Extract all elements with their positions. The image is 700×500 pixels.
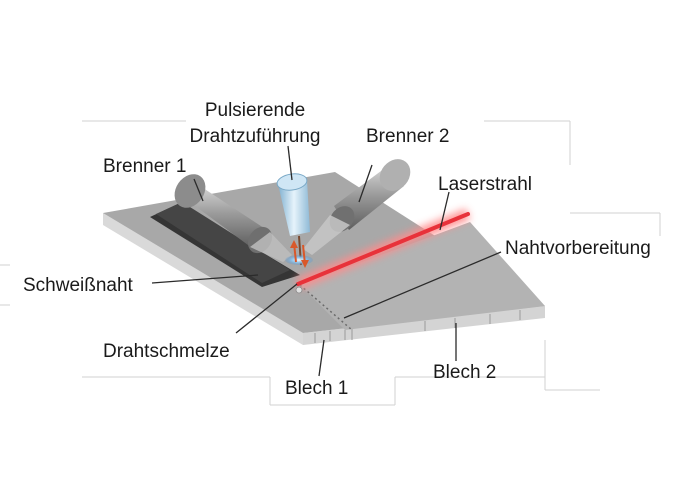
label-brenner-1: Brenner 1 [103, 156, 187, 177]
frame-lines [0, 120, 661, 406]
arc-pulse [285, 240, 313, 294]
label-nahtvorbereitung: Nahtvorbereitung [505, 238, 651, 259]
torch-1 [174, 174, 292, 262]
label-schweissnaht: Schweißnaht [23, 275, 133, 296]
label-laserstrahl: Laserstrahl [438, 174, 532, 195]
torch-2 [303, 159, 411, 255]
laser-beam [296, 212, 470, 286]
label-pulsierende: Pulsierende [204, 100, 306, 121]
label-drahtzufuehrung: Drahtzuführung [189, 126, 321, 147]
label-blech-2: Blech 2 [433, 362, 497, 383]
plate-top-blech2 [300, 222, 545, 330]
wire-feed [276, 173, 310, 266]
label-blech-1: Blech 1 [285, 378, 349, 399]
seam-prep-line [299, 284, 353, 331]
plate-side-front [303, 306, 545, 345]
label-drahtschmelze: Drahtschmelze [103, 341, 230, 362]
leader-lines [151, 145, 502, 377]
label-brenner-2: Brenner 2 [366, 126, 450, 147]
plate-side-hatching [314, 310, 521, 343]
